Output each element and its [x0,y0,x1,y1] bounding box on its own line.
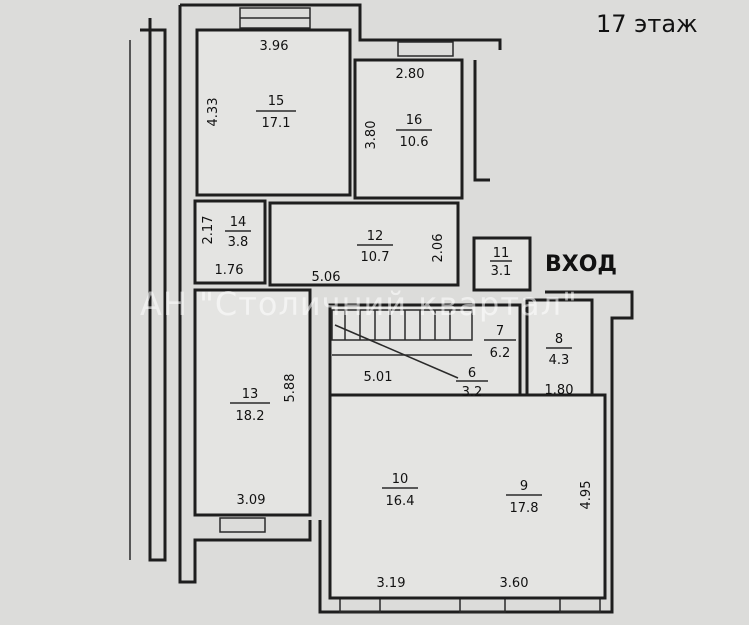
room-10-9 [328,393,607,600]
room-number: 16 [406,113,423,128]
room-area: 3.2 [462,385,483,400]
room-11-label: 11 3.1 [490,246,512,279]
room-height: 3.80 [364,121,379,150]
room-area: 16.4 [386,494,415,509]
room-number: 11 [493,246,510,261]
room-14 [193,199,267,285]
room-area: 4.3 [549,353,570,368]
room-height: 5.88 [283,374,298,403]
room-height: 2.06 [431,234,446,263]
room-number: 7 [496,324,504,339]
room-width: 3.09 [237,493,266,508]
windows [219,7,601,613]
outer-walls [129,3,634,614]
room-number: 15 [268,94,285,109]
room-height: 4.33 [206,98,221,127]
room-number: 13 [242,387,259,402]
floor-label: 17 этаж [596,10,698,38]
room-12 [268,201,460,287]
room-8-label: 8 4.3 1.80 [545,332,574,398]
room-area: 3.1 [491,264,512,279]
room-15-label: 15 17.1 3.96 4.33 [206,39,296,131]
room-9-label: 9 17.8 3.60 4.95 [500,479,594,591]
room-width: 5.06 [312,270,341,285]
staircase [331,309,473,379]
room-width: 5.01 [364,370,393,385]
room-number: 12 [367,229,384,244]
room-area: 17.1 [262,116,291,131]
room-height: 4.95 [579,481,594,510]
watermark: АН "Столичний квартал" [140,285,578,323]
entrance-label: ВХОД [545,252,618,277]
room-14-label: 14 3.8 1.76 2.17 [201,215,251,278]
room-13-label: 13 18.2 3.09 5.88 [230,374,298,508]
room-15 [195,28,352,197]
room-number: 6 [468,366,476,381]
room-area: 17.8 [510,501,539,516]
room-number: 14 [230,215,247,230]
room-12-label: 12 10.7 5.06 2.06 [312,229,446,285]
room-area: 6.2 [490,346,511,361]
room-16-label: 16 10.6 2.80 3.80 [364,67,432,150]
room-area: 3.8 [228,235,249,250]
room-number: 9 [520,479,528,494]
room-width: 1.80 [545,383,574,398]
room-11 [472,236,532,292]
room-width: 3.96 [260,39,289,54]
room-6-label: 6 3.2 5.01 [364,366,488,400]
room-number: 8 [555,332,563,347]
room-width: 3.60 [500,576,529,591]
room-area: 18.2 [236,409,265,424]
room-16 [353,58,464,200]
room-height: 2.17 [201,216,216,245]
room-number: 10 [392,472,409,487]
room-width: 2.80 [396,67,425,82]
room-area: 10.6 [400,135,429,150]
room-area: 10.7 [361,250,390,265]
room-10-label: 10 16.4 3.19 [377,472,418,591]
room-width: 1.76 [215,263,244,278]
room-7-label: 7 6.2 [484,324,516,361]
room-width: 3.19 [377,576,406,591]
